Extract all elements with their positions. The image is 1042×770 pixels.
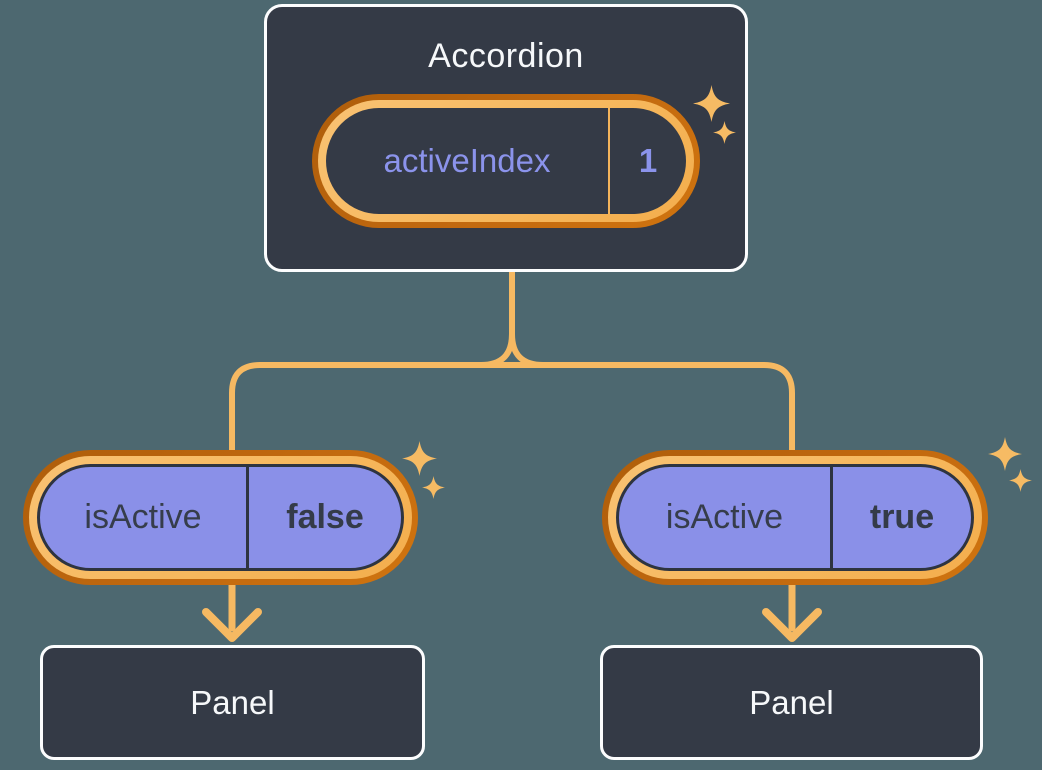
sparkle-icon [1009,469,1032,492]
sparkle-icon [402,441,437,476]
accordion-node: Accordion activeIndex 1 [264,4,748,272]
prop-pill-isactive-right: isActive true [602,450,988,585]
state-name-label: activeIndex [383,142,551,179]
stem-fillet-right [509,333,544,368]
pill-divider [830,467,833,568]
prop-pill-highlight-ring: isActive true [608,456,982,579]
prop-pill-highlight-ring: isActive false [29,456,412,579]
sparkle-icon [988,437,1022,471]
prop-value-label: false [286,498,364,536]
stem-fillet-left [480,333,515,368]
sparkle-icon [693,85,730,122]
panel-node-title: Panel [749,683,834,721]
prop-name-label: isActive [84,498,202,536]
prop-name-label: isActive [665,498,784,536]
panel-node-title: Panel [190,683,275,721]
sparkle-icon [713,121,736,144]
pill-divider [608,108,610,214]
prop-pill-isactive-left: isActive false [23,450,418,585]
state-value-label: 1 [638,142,658,179]
sparkle-icon [422,476,445,499]
branch-rail [229,362,795,452]
right-arrow-head-icon [762,608,822,642]
accordion-node-title: Accordion [428,37,584,75]
state-pill-highlight-ring: activeIndex 1 [318,100,694,222]
pill-divider [246,467,249,568]
state-pill-activeindex: activeIndex 1 [312,94,700,228]
prop-value-label: true [869,498,935,536]
panel-node-left: Panel [40,645,425,760]
left-arrow-head-icon [202,608,262,642]
panel-node-right: Panel [600,645,983,760]
